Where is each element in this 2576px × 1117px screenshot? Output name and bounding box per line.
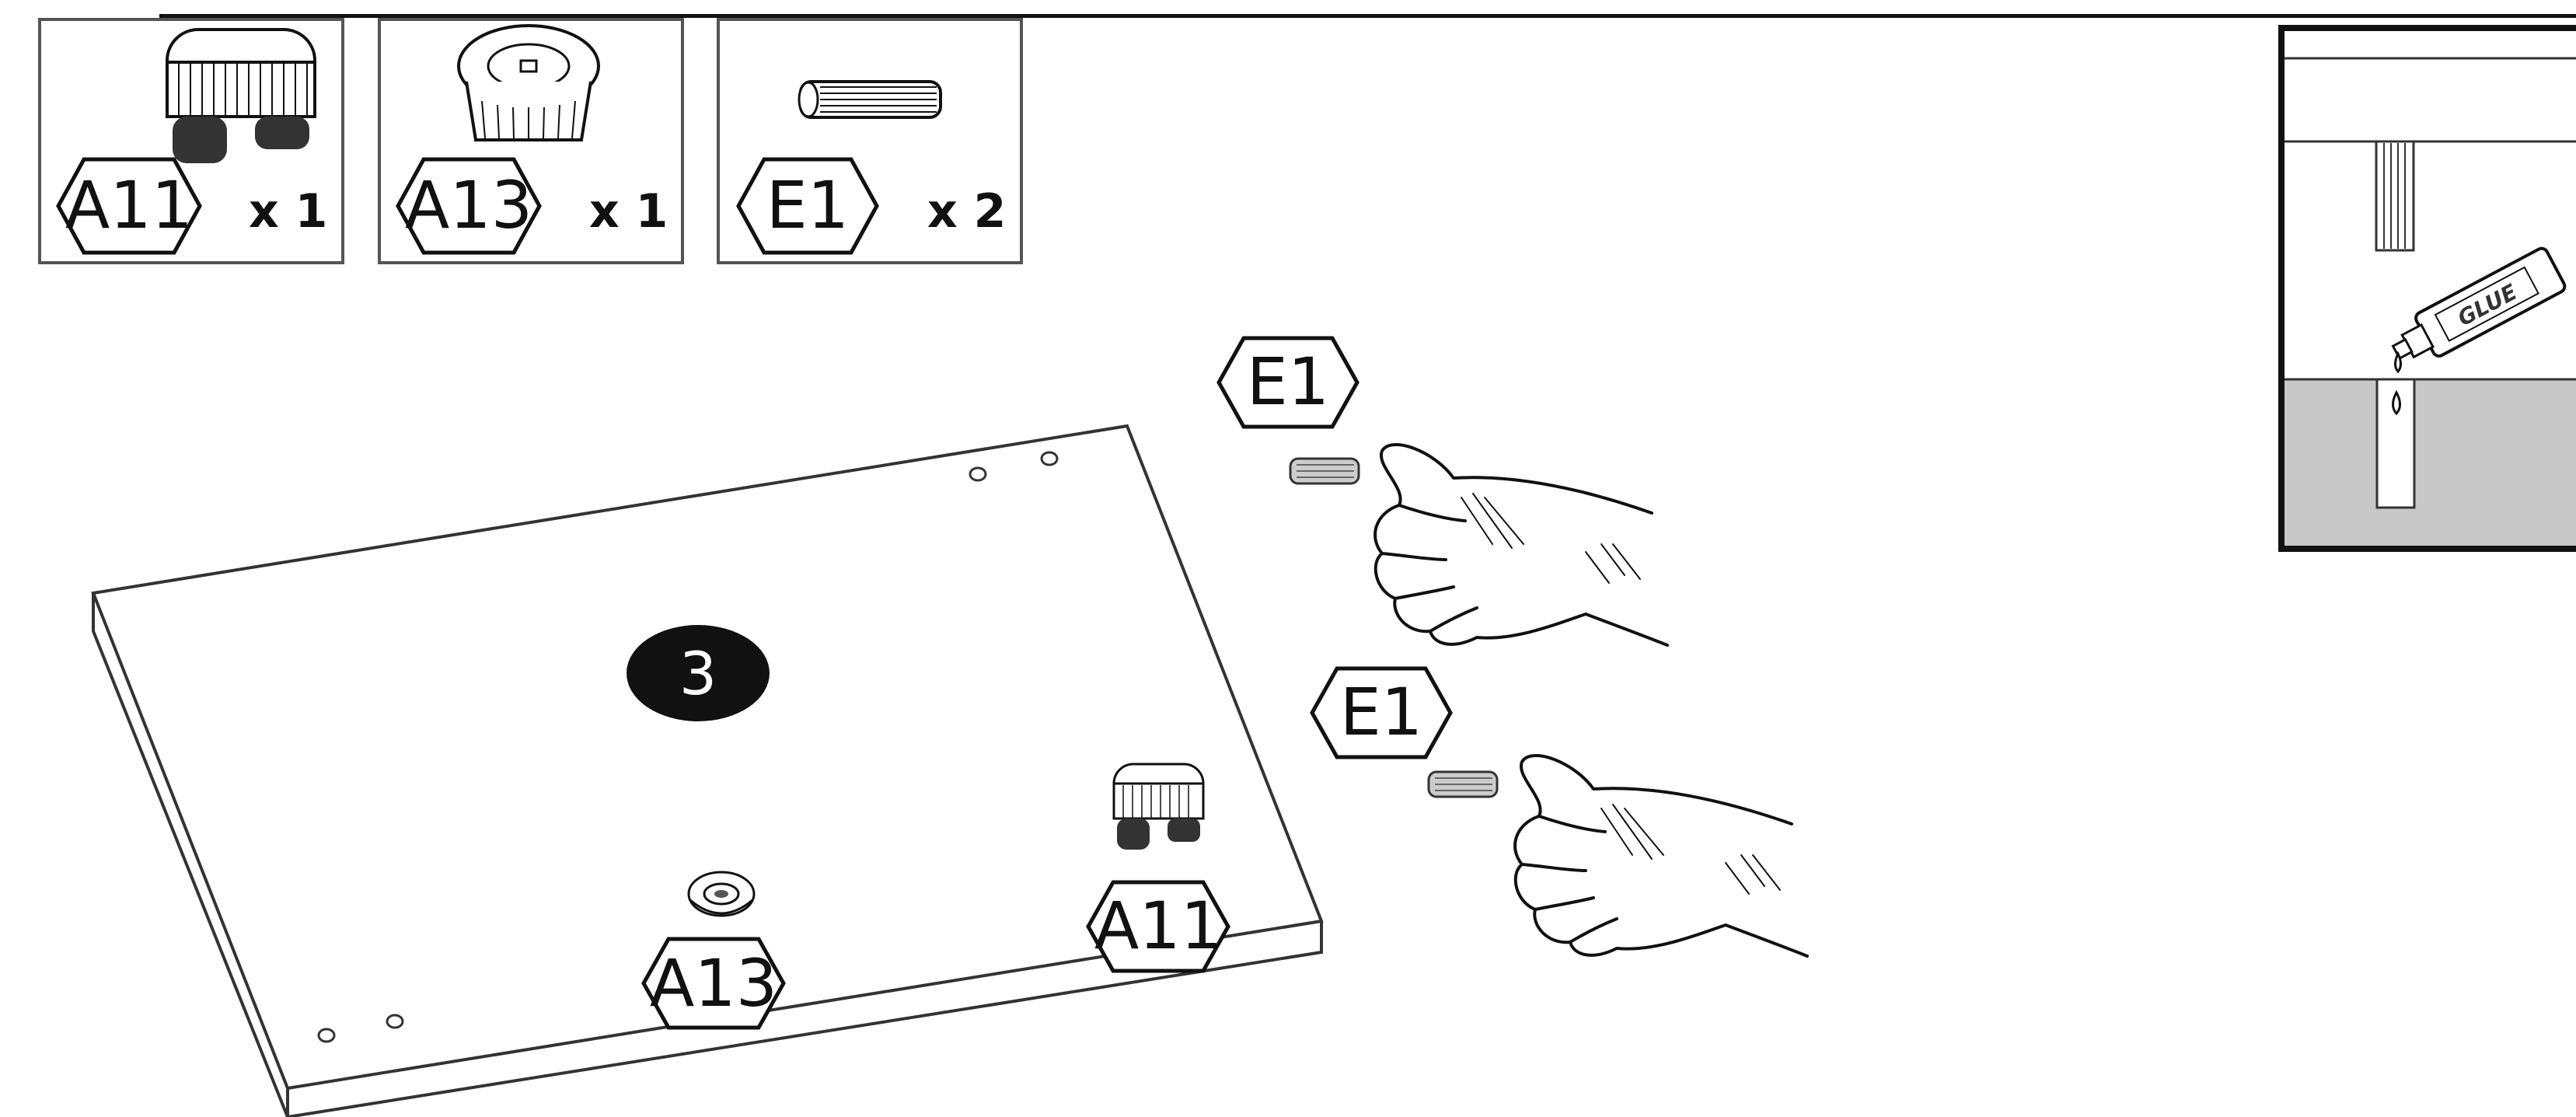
a11-code: A11 [65,167,193,243]
e1-callout-top-code: E1 [1247,344,1330,420]
board-holes [317,451,1059,1043]
foot-cap-on-board-icon [687,871,756,917]
e1-callout-bottom: E1 [1310,666,1453,759]
e1-code: E1 [766,167,850,243]
e1-hex-label: E1 [736,157,879,255]
a13-callout-code: A13 [650,945,777,1021]
dowel-bottom-icon [1427,770,1499,798]
part-box-e1: E1 x 2 [717,18,1023,264]
dowel-icon [798,80,942,119]
glide-on-board-icon [1112,763,1205,850]
dowel-top-icon [1289,457,1360,485]
a11-quantity: x 1 [249,184,327,239]
hand-bottom-icon [1513,754,1809,958]
board-panel [91,424,1324,1117]
e1-callout-top: E1 [1216,336,1360,429]
hand-top-icon [1374,443,1669,647]
glide-icon [166,28,316,163]
part-box-a13: A13 x 1 [378,18,684,264]
a13-callout: A13 [641,937,786,1030]
e1-callout-bottom-code: E1 [1340,674,1423,750]
a13-quantity: x 1 [589,184,668,239]
step-number: 3 [679,639,717,708]
step-badge: 3 [627,625,770,721]
e1-quantity: x 2 [927,184,1006,239]
top-rule [159,14,2576,18]
a11-callout-code: A11 [1094,888,1222,964]
a11-callout: A11 [1086,880,1230,973]
a13-hex-label: A13 [396,157,542,255]
a13-code: A13 [405,167,532,243]
a11-hex-label: A11 [56,157,202,255]
inset-dowel-icon [2375,140,2415,252]
foot-cap-icon [457,24,600,141]
glue-inset: GLUE [2278,25,2576,552]
part-box-a11: A11 x 1 [38,18,344,264]
